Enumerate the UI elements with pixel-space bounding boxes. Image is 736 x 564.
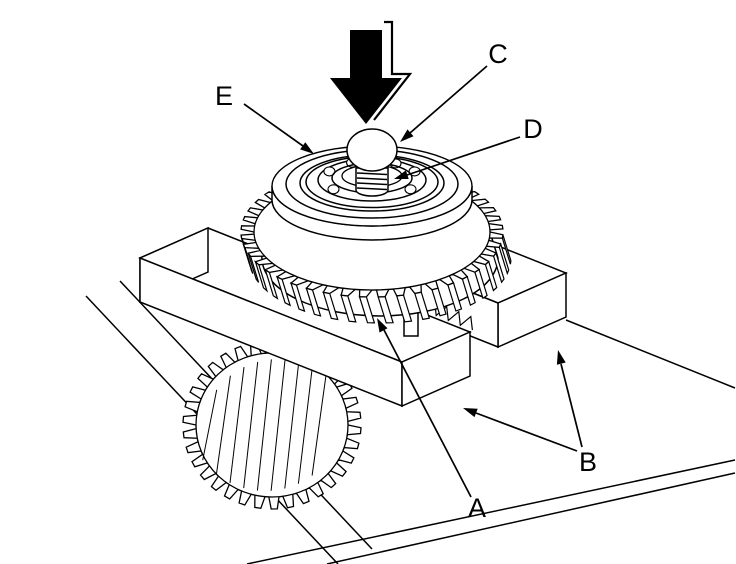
label-d: D (523, 114, 543, 144)
press-arrow-echo (373, 20, 413, 121)
label-e: E (215, 81, 233, 111)
thread-line (356, 177, 388, 181)
leader-arrowhead (300, 142, 314, 154)
threaded-shaft (355, 167, 389, 197)
leader-a (377, 318, 472, 498)
leader-lines (243, 65, 583, 498)
leader-e (243, 103, 314, 154)
leader-arrowhead (377, 318, 388, 333)
shaft-dome (346, 128, 398, 172)
leader-b2 (463, 408, 578, 452)
leader-line (560, 363, 583, 448)
leader-line (409, 65, 488, 134)
leader-arrowhead (463, 408, 478, 418)
bed-edge-line (565, 319, 736, 389)
block-right-end-face (401, 330, 471, 408)
thread-line (356, 172, 388, 176)
leader-line (406, 136, 521, 176)
leader-arrowhead (556, 350, 566, 365)
shaft-threaded-stub (355, 167, 389, 197)
leader-arrowhead (394, 170, 409, 179)
callout-labels: E C D A B (215, 39, 597, 523)
thread-line (356, 182, 388, 186)
leader-line (383, 329, 472, 498)
press-arrow-icon (330, 20, 413, 124)
bed-edge-line (246, 459, 736, 564)
leader-line (243, 103, 304, 147)
press-arrow-body (330, 30, 402, 124)
lower-gear (182, 340, 362, 510)
leader-arrowhead (400, 129, 414, 142)
label-a: A (468, 493, 486, 523)
label-b: B (579, 447, 597, 477)
leader-c (400, 65, 488, 142)
bed-edge-line (326, 472, 736, 564)
label-c: C (488, 39, 508, 69)
leader-b1 (556, 350, 583, 448)
leader-line (475, 412, 578, 452)
thread-line (356, 187, 388, 191)
leader-d (394, 136, 521, 179)
